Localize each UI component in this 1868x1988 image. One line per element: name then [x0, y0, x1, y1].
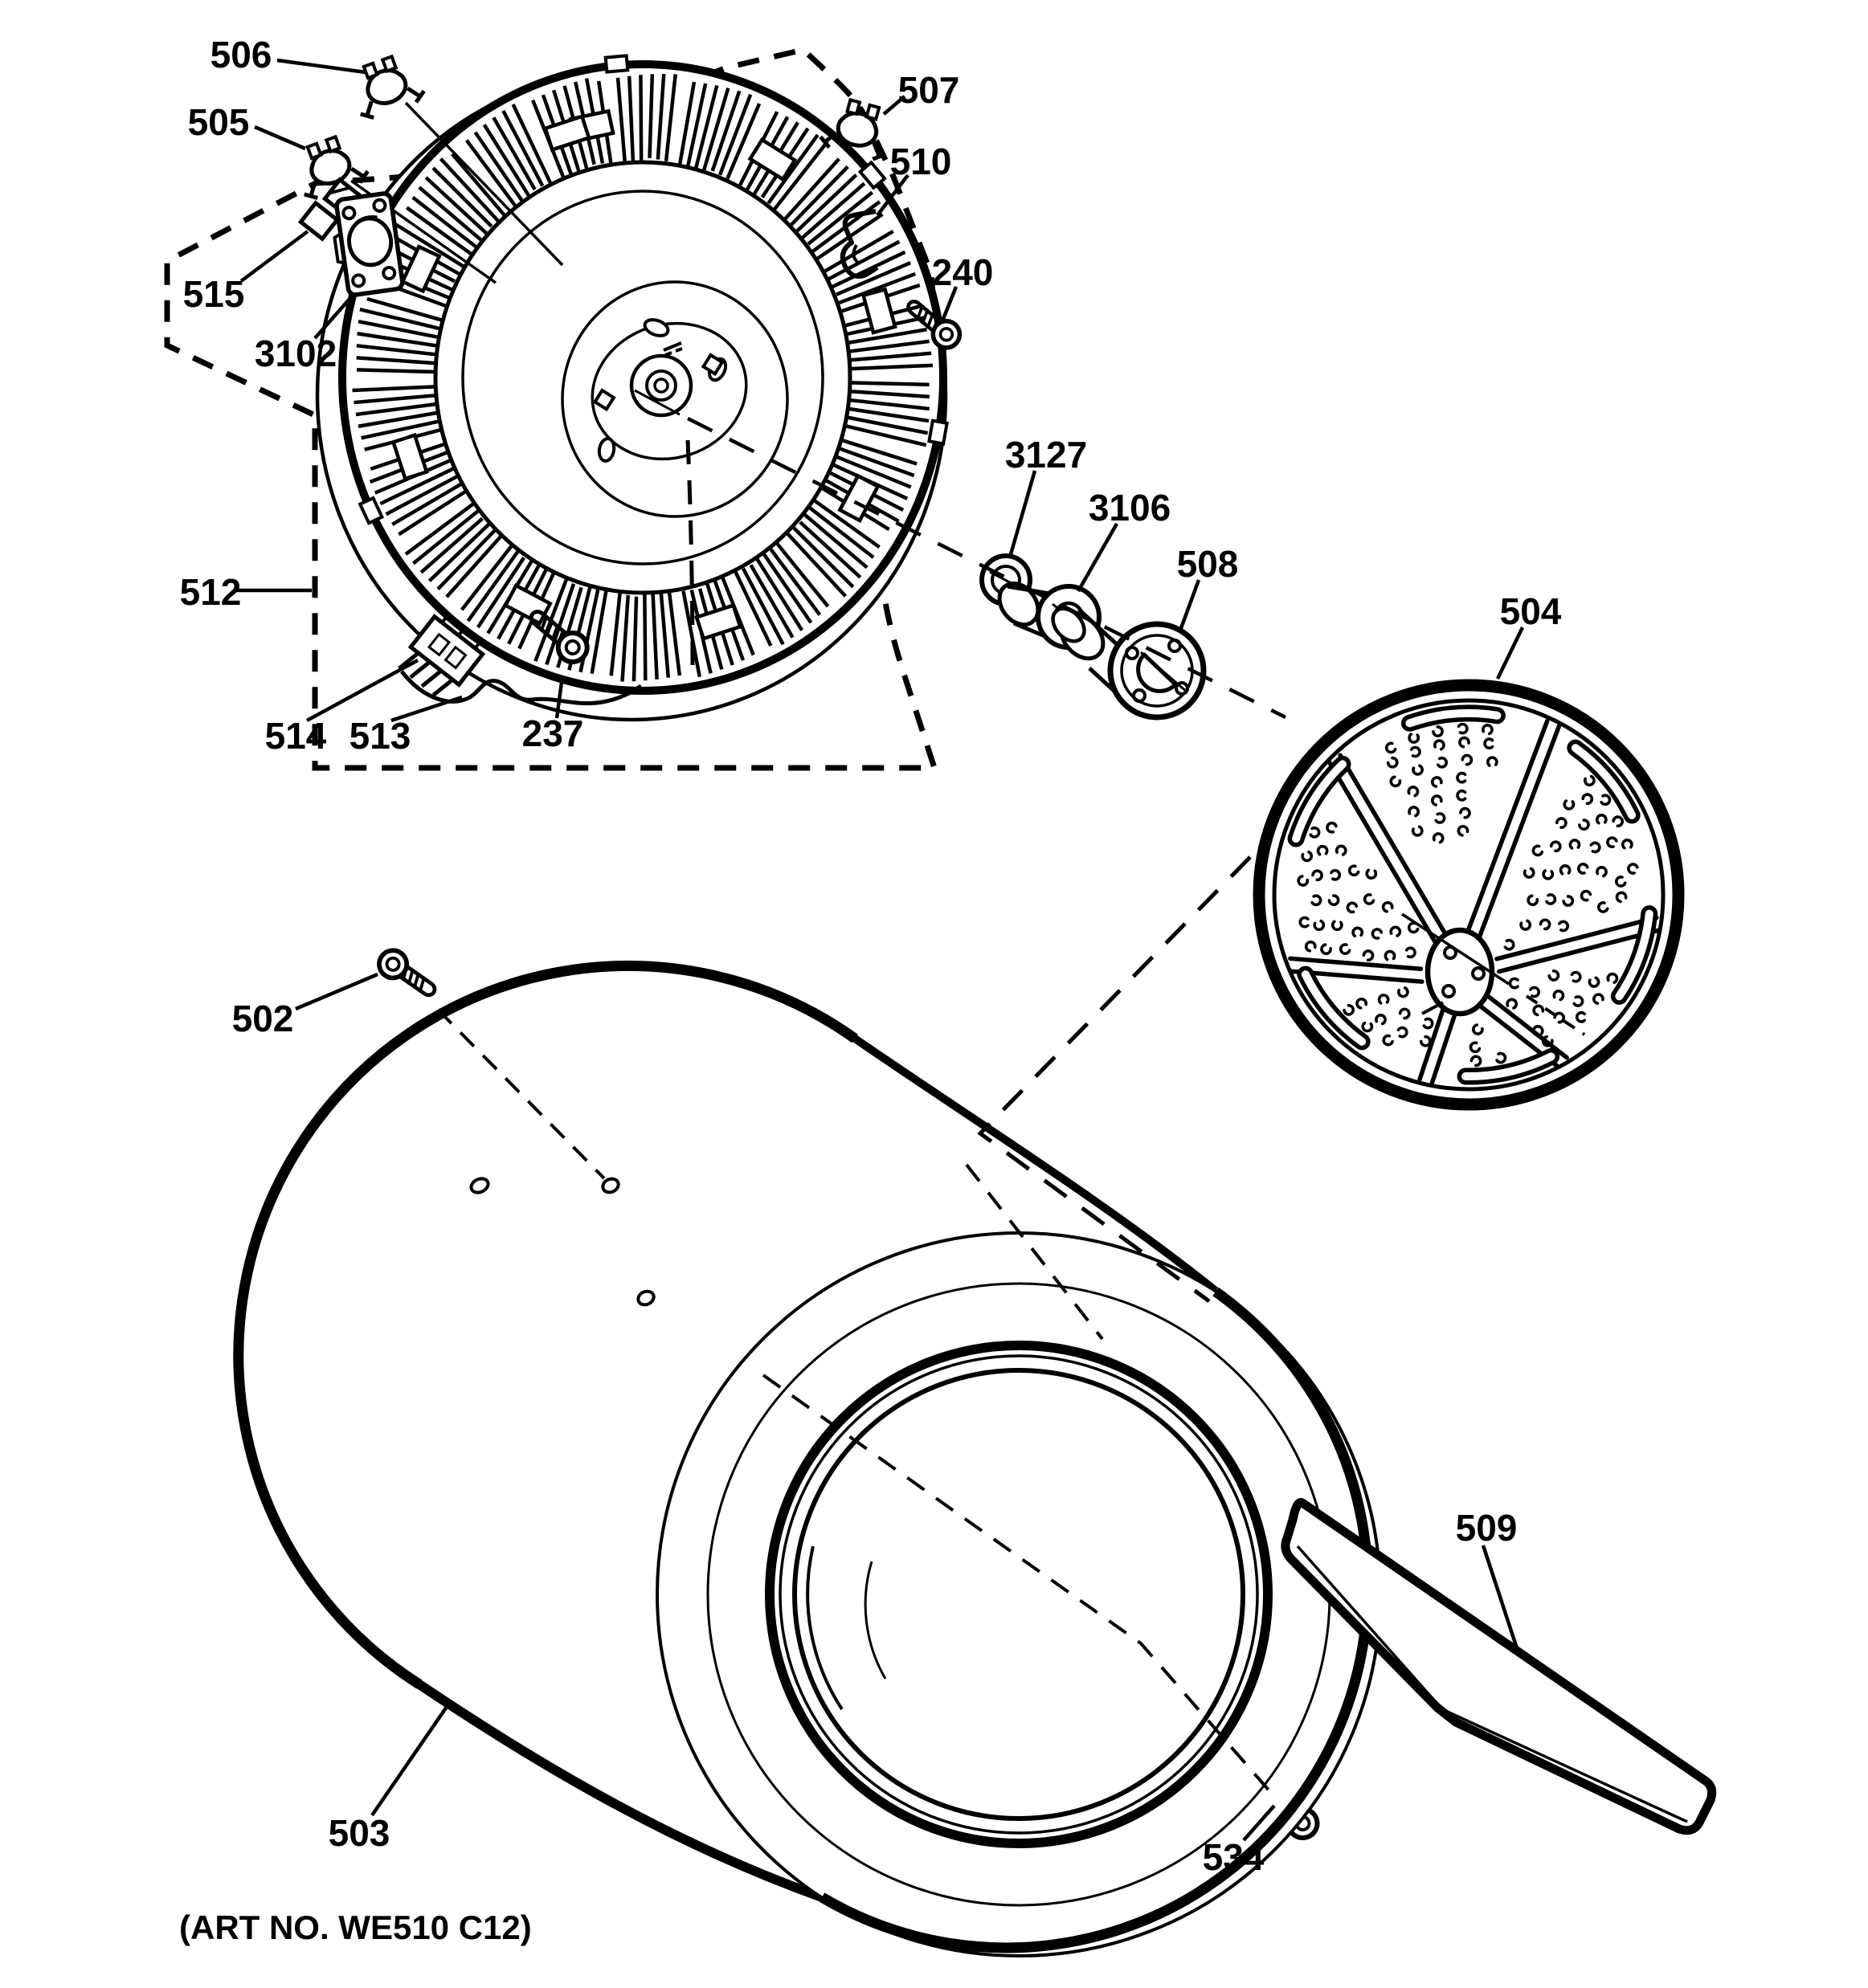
housing-rim-tab — [927, 418, 949, 446]
part-label-502: 502 — [232, 998, 294, 1039]
housing-rim-tab — [857, 160, 887, 190]
leader-line-534 — [1242, 1804, 1276, 1842]
part-label-514: 514 — [265, 715, 327, 757]
wheel-spoke — [1417, 1005, 1446, 1082]
leader-line-513 — [390, 695, 463, 723]
part-label-509: 509 — [1456, 1507, 1518, 1549]
alignment-dashed-lines — [436, 416, 1586, 1794]
leader-line-237 — [554, 676, 565, 719]
part-label-506: 506 — [211, 34, 272, 76]
art-number: (ART NO. WE510 C12) — [179, 1908, 532, 1946]
part-label-505: 505 — [188, 101, 250, 143]
part-label-503: 503 — [329, 1812, 390, 1854]
part-label-240: 240 — [932, 251, 994, 293]
leader-line-504 — [1495, 627, 1525, 680]
heater-assembly — [315, 54, 949, 722]
element-terminal-block — [398, 614, 486, 697]
part-label-534: 534 — [1203, 1836, 1265, 1878]
part-label-515: 515 — [183, 273, 245, 315]
leader-line-509 — [1481, 1545, 1519, 1649]
coil-support-bracket — [542, 114, 591, 153]
coil-support-bracket — [860, 287, 897, 335]
leader-line-515 — [239, 230, 309, 283]
coil-support-bracket — [400, 244, 442, 294]
leader-line-514 — [305, 659, 419, 722]
leader-line-505 — [254, 125, 306, 151]
leader-line-3102 — [313, 296, 353, 340]
baffle-wheel — [1253, 679, 1685, 1111]
part-label-3102: 3102 — [255, 333, 337, 374]
leader-line-510 — [876, 173, 909, 217]
part-label-507: 507 — [898, 69, 960, 111]
wheel-spoke — [1429, 1008, 1459, 1085]
clip-510 — [840, 209, 879, 279]
housing-rim-tab — [603, 54, 630, 74]
wheel-outer-rim — [1253, 679, 1685, 1111]
leader-line-240 — [939, 286, 959, 324]
coil-support-bracket — [747, 137, 798, 182]
leader-line-3127 — [1008, 470, 1037, 555]
coil-support-bracket — [390, 432, 429, 481]
coil-support-bracket — [694, 602, 743, 641]
part-label-504: 504 — [1500, 590, 1562, 632]
part-label-3127: 3127 — [1005, 434, 1087, 476]
thermostat-506-mount-line — [404, 101, 564, 267]
screw-502 — [374, 945, 441, 1004]
wheel-spoke — [1496, 928, 1662, 974]
leader-line-506 — [276, 58, 366, 75]
leader-line-507 — [882, 95, 906, 116]
drum-felt-strip — [1281, 1498, 1717, 1835]
housing-rim-tab — [358, 496, 385, 525]
wheel-spoke — [1338, 753, 1449, 938]
part-label-508: 508 — [1177, 543, 1239, 585]
wheel-spoke — [1477, 723, 1562, 941]
bearing-shaft-508 — [1051, 606, 1207, 720]
wheel-spoke — [1326, 759, 1437, 945]
leader-line-508 — [1179, 579, 1201, 629]
terminal-plate-3102 — [333, 191, 405, 297]
part-label-237: 237 — [522, 712, 584, 754]
part-label-512: 512 — [180, 571, 242, 613]
coil-support-bracket — [837, 473, 881, 524]
wheel-spoke — [1465, 719, 1550, 936]
leader-line-503 — [370, 1703, 450, 1817]
part-label-513: 513 — [349, 715, 411, 757]
part-label-3106: 3106 — [1089, 487, 1171, 529]
wheel-spoke — [1487, 994, 1569, 1060]
drum — [233, 961, 1382, 1957]
leader-line-502 — [295, 972, 378, 1011]
wheel-spoke — [1494, 915, 1659, 961]
part-label-510: 510 — [890, 141, 952, 182]
wheel-spoke — [1288, 956, 1424, 971]
heating-coil-band — [348, 54, 949, 682]
leader-line-3106 — [1077, 522, 1118, 593]
wheel-inner-rim — [1272, 698, 1666, 1092]
